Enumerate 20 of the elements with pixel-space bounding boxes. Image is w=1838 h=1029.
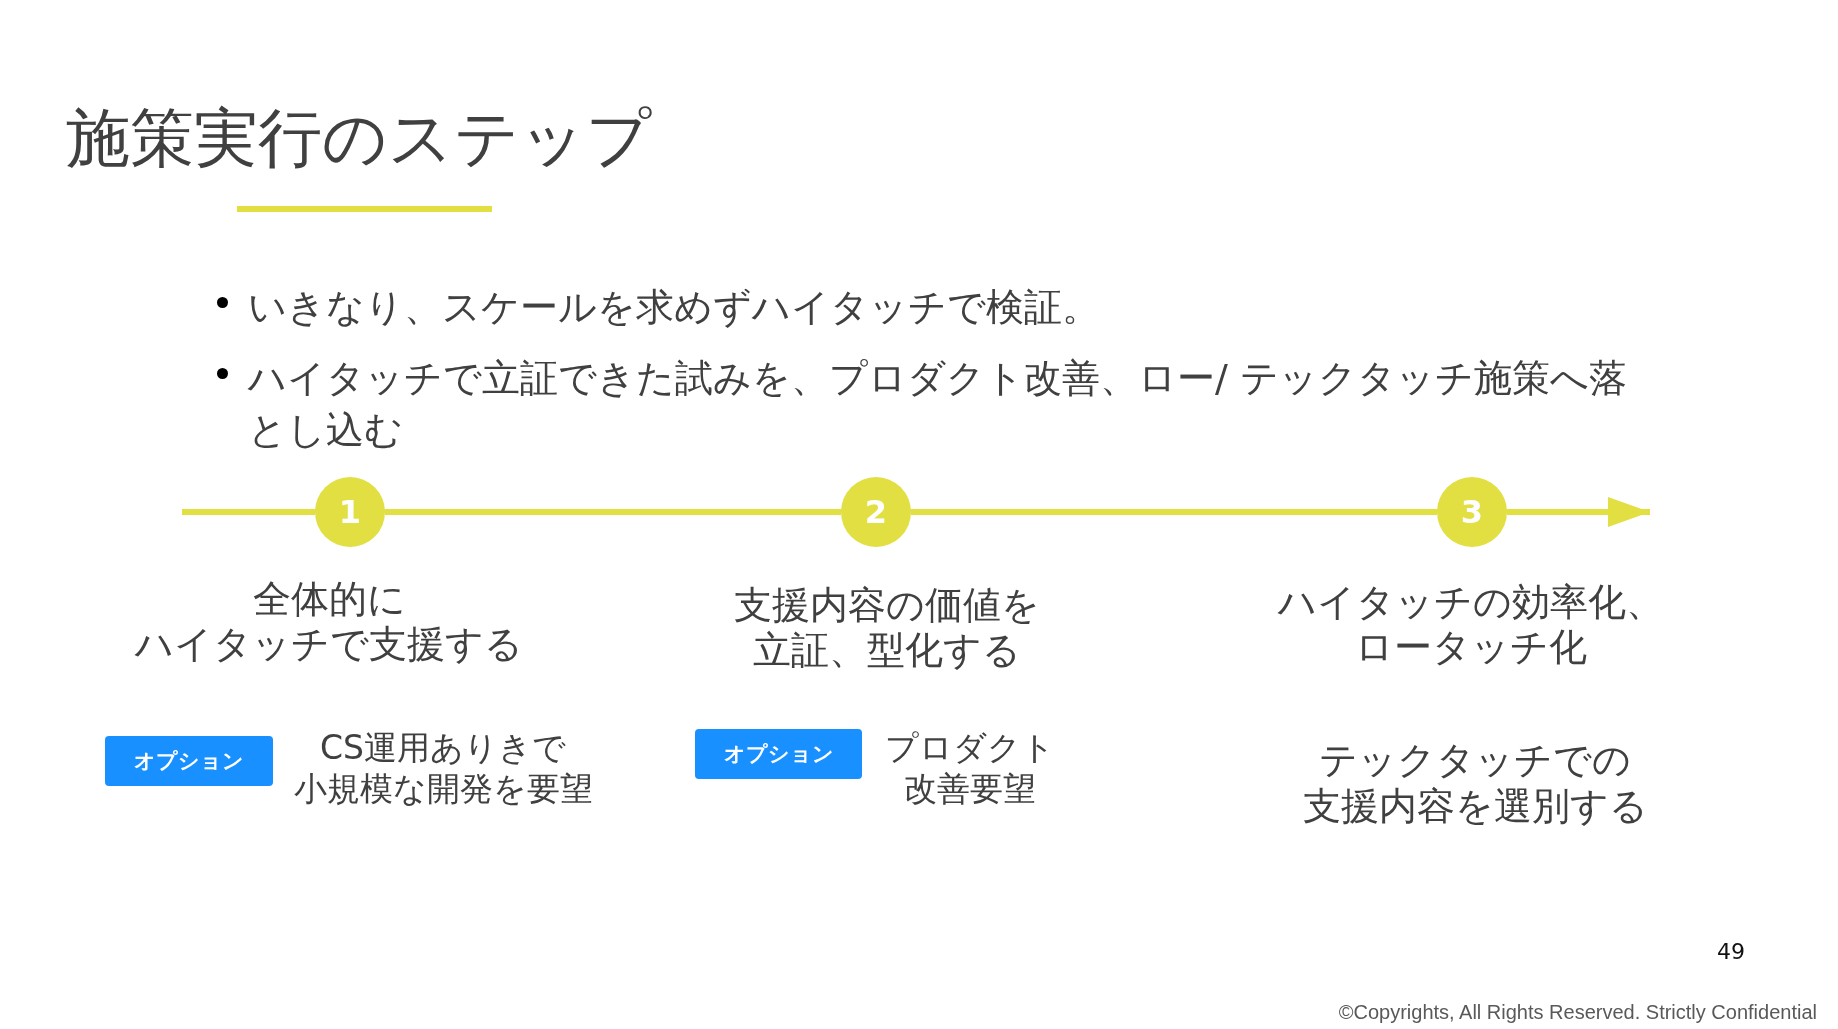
bullet-text: ハイタッチで立証できた試みを、プロダクト改善、ロー/ テックタッチ施策へ落とし込む: [248, 355, 1627, 454]
timeline-line: [911, 509, 1437, 515]
step-number-circle: 2: [841, 477, 911, 547]
timeline-arrow: [1507, 497, 1650, 527]
timeline-line: [182, 509, 315, 515]
step-number-circle: 1: [315, 477, 385, 547]
page-number: 49: [1717, 938, 1745, 966]
step-heading: 支援内容の価値を立証、型化する: [734, 583, 1040, 673]
step-description: テックタッチでの支援内容を選別する: [1302, 737, 1648, 829]
bullet-text: いきなり、スケールを求めずハイタッチで検証。: [248, 284, 1100, 331]
step-heading: ハイタッチの効率化、ロータッチ化: [1278, 580, 1664, 670]
step-number-circle: 3: [1437, 477, 1507, 547]
option-description: プロダクト改善要望: [885, 727, 1055, 809]
timeline-line: [385, 509, 841, 515]
copyright-footer: ©Copyrights, All Rights Reserved. Strictly Confidential: [1338, 999, 1817, 1025]
option-tag: オプション: [695, 729, 862, 779]
option-tag: オプション: [105, 736, 273, 786]
option-description: CS運用ありきで小規模な開発を要望: [293, 727, 593, 809]
slide-title: 施策実行のステップ: [66, 100, 652, 176]
step-heading: 全体的にハイタッチで支援する: [135, 577, 523, 667]
